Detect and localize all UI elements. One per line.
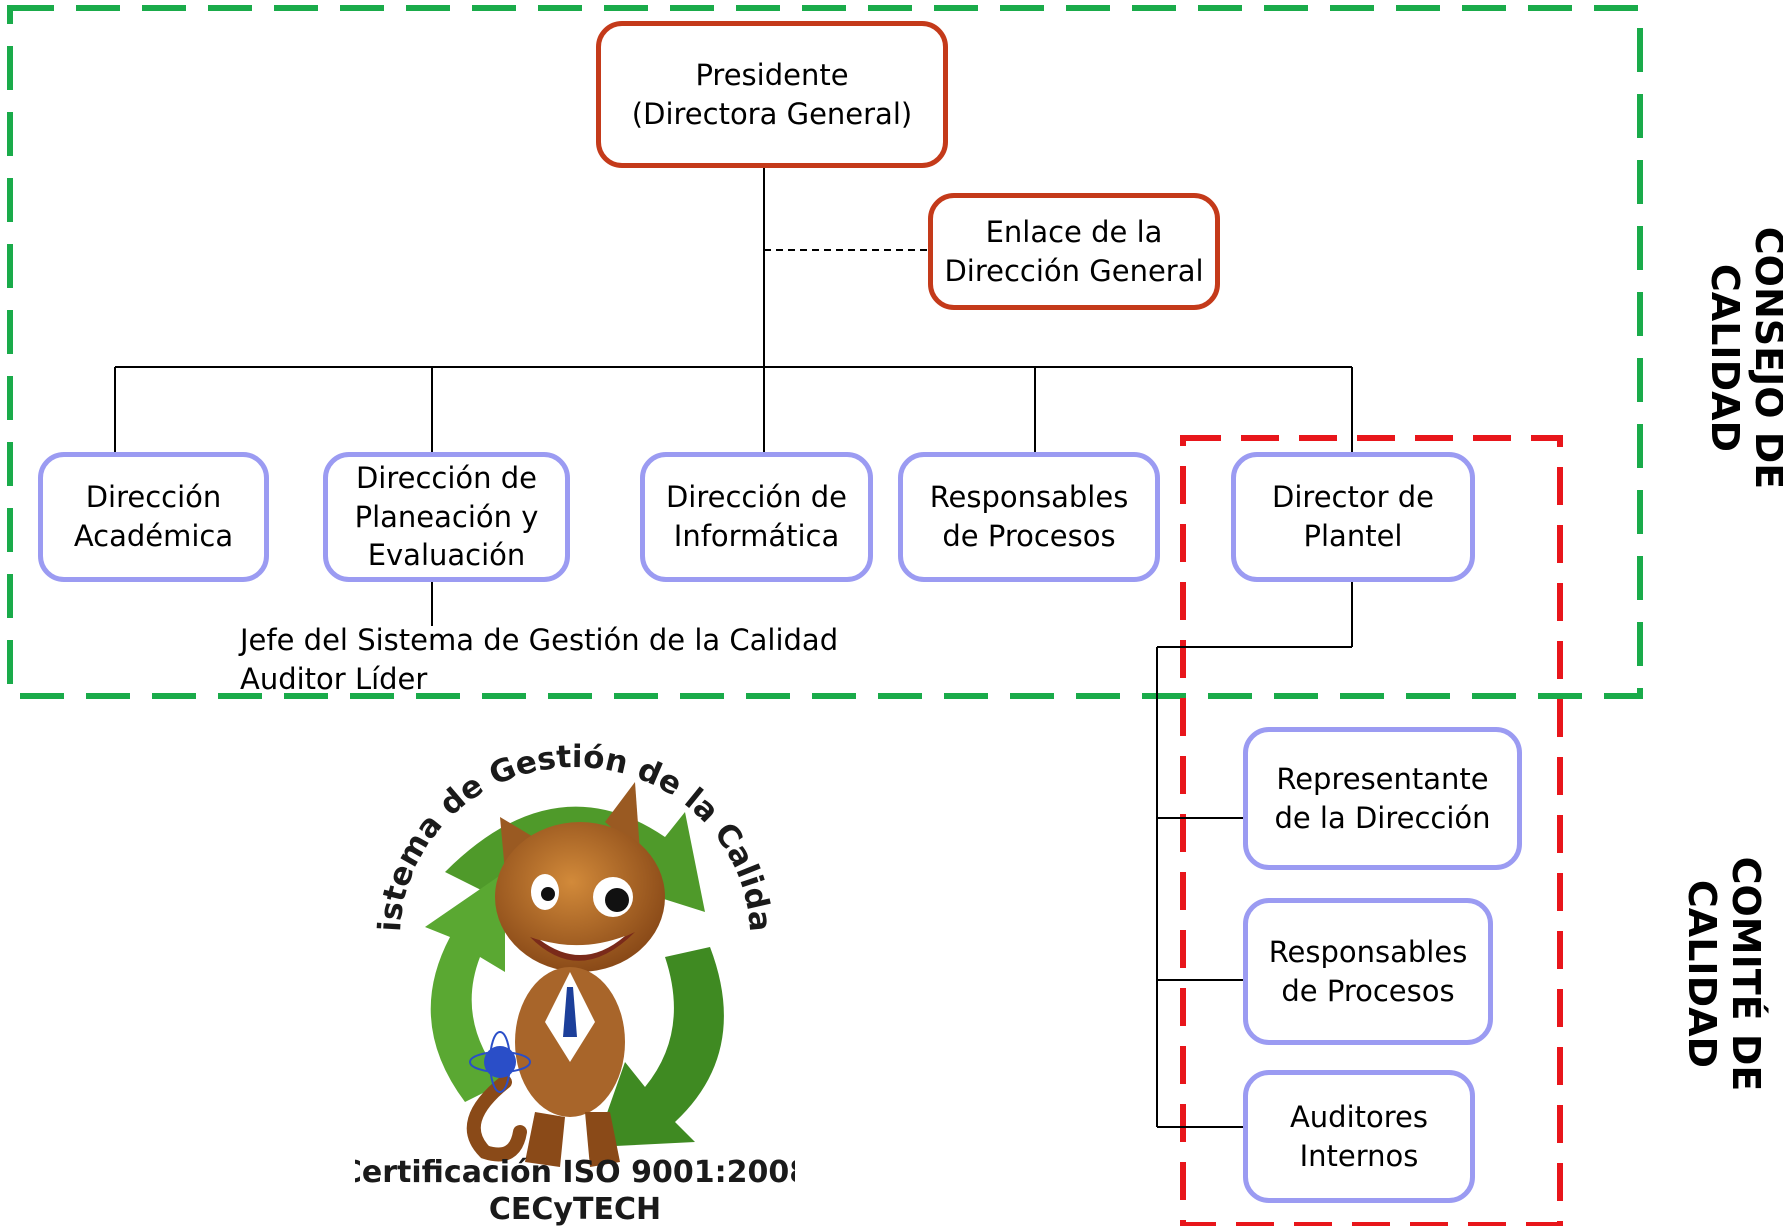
node-direccion-academica: Dirección Académica: [38, 452, 269, 582]
node-presidente: Presidente (Directora General): [596, 21, 948, 168]
node-responsables-procesos-bottom: Responsables de Procesos: [1243, 898, 1493, 1045]
sgc-logo: Sistema de Gestión de la Calidad Certifi…: [355, 722, 795, 1227]
logo-line1: Certificación ISO 9001:2008: [355, 1155, 795, 1190]
comite-label: COMITÉ DE CALIDAD: [1680, 856, 1768, 1092]
consejo-label: CONSEJO DE CALIDAD: [1703, 226, 1783, 490]
mascot-icon: [466, 782, 665, 1167]
node-enlace: Enlace de la Dirección General: [928, 193, 1220, 310]
comite-frame: [1180, 435, 1563, 1226]
node-responsables-procesos-top: Responsables de Procesos: [898, 452, 1160, 582]
jefe-sgc-annotation: Jefe del Sistema de Gestión de la Calida…: [240, 623, 839, 696]
green-arrow-left: [425, 872, 505, 1102]
node-auditores-internos: Auditores Internos: [1243, 1070, 1475, 1203]
consejo-frame: [7, 5, 1643, 699]
node-direccion-planeacion: Dirección de Planeación y Evaluación: [323, 452, 570, 582]
node-director-plantel: Director de Plantel: [1231, 452, 1475, 582]
green-arrow-right: [595, 947, 724, 1147]
node-representante-direccion: Representante de la Dirección: [1243, 727, 1522, 870]
node-direccion-informatica: Dirección de Informática: [640, 452, 873, 582]
logo-line2: CECyTECH: [489, 1192, 661, 1227]
